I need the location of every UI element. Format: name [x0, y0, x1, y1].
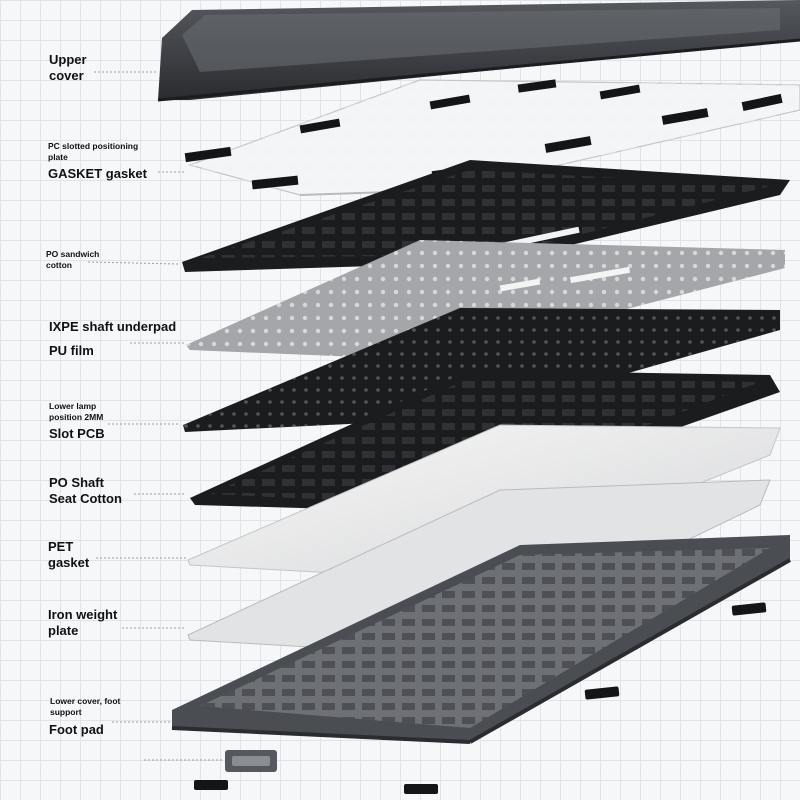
upper-cover-part — [157, 0, 800, 102]
label-lower-cover: Lower cover, foot support — [50, 696, 121, 717]
label-po-sandwich: PO sandwich cotton — [46, 249, 100, 270]
label-pc-plate: PC slotted positioning plate — [48, 141, 139, 162]
ixpe-pu-film-part — [186, 240, 785, 360]
label-slot-pcb: Slot PCB — [49, 426, 105, 441]
label-foot-pad: Foot pad — [49, 722, 104, 737]
label-gasket: GASKET gasket — [48, 166, 147, 181]
label-upper-cover: Upper cover — [49, 52, 87, 84]
leader-lines — [87, 71, 222, 761]
slot-pcb-part — [183, 308, 780, 432]
label-pet: PET gasket — [48, 539, 90, 571]
label-ixpe: IXPE shaft underpad — [49, 319, 177, 334]
pc-plate-part — [184, 79, 800, 196]
label-lower-lamp: Lower lamp position 2MM — [49, 401, 104, 422]
lower-cover-part — [171, 535, 791, 744]
label-pu-film: PU film — [49, 343, 94, 358]
foot-pad-parts — [194, 602, 767, 794]
label-po-shaft: PO Shaft Seat Cotton — [49, 475, 122, 507]
label-iron: Iron weight plate — [48, 607, 118, 639]
